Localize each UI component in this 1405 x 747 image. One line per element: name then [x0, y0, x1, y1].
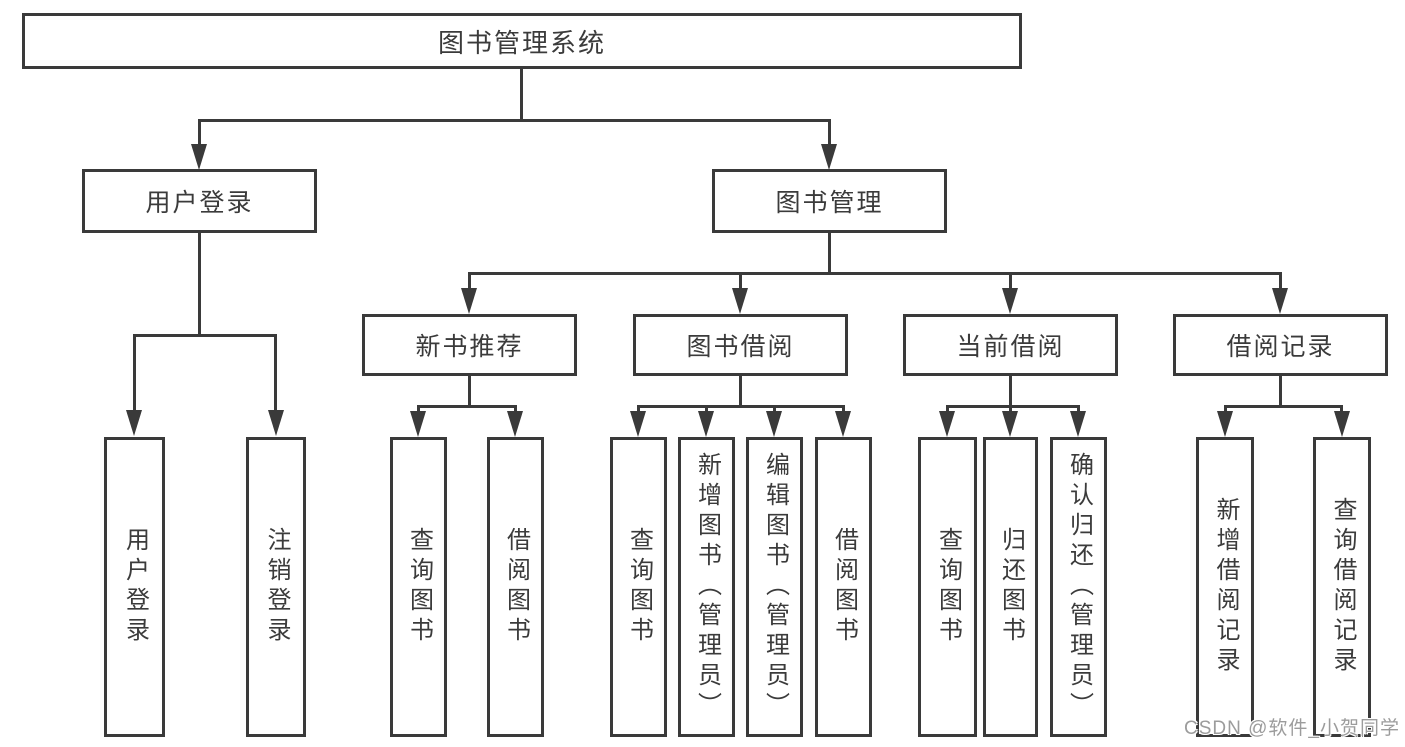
node-label: 查询借阅记录 [1329, 497, 1356, 677]
connector-leaf-drop [1077, 405, 1080, 414]
node-label: 查询图书 [625, 527, 653, 647]
leaf-query-books-recommend: 查询图书 [390, 437, 447, 737]
connector-level3-drop [1279, 272, 1282, 290]
arrowhead-down-icon [507, 411, 523, 437]
connector-current-borrowing-bar [946, 405, 1080, 408]
node-label: 图书借阅 [686, 333, 795, 361]
leaf-add-book-admin: 新增图书（管理员） [678, 437, 735, 737]
connector-leaf-drop [133, 334, 136, 412]
leaf-user-login: 用户登录 [104, 437, 165, 737]
arrowhead-down-icon [1002, 288, 1018, 314]
node-label: 借阅图书 [502, 527, 530, 647]
node-label: 查询图书 [405, 527, 433, 647]
node-book-borrowing: 图书借阅 [633, 314, 848, 376]
leaf-confirm-return-admin: 确认归还（管理员） [1050, 437, 1107, 737]
arrowhead-down-icon [1217, 411, 1233, 437]
connector-leaf-drop [274, 334, 277, 412]
connector-leaf-drop [514, 405, 517, 414]
connector-user-login-drop [198, 119, 201, 147]
leaf-query-books-borrowing: 查询图书 [610, 437, 667, 737]
leaf-borrow-books-recommend: 借阅图书 [487, 437, 544, 737]
connector-current-borrowing-stem [1009, 376, 1012, 407]
connector-book-borrowing-stem [739, 376, 742, 407]
connector-leaf-drop [1224, 405, 1227, 414]
node-label: 新书推荐 [415, 333, 524, 361]
node-label: 注销登录 [263, 527, 290, 647]
node-current-borrowing: 当前借阅 [903, 314, 1118, 376]
arrowhead-down-icon [268, 410, 284, 436]
arrowhead-down-icon [821, 144, 837, 170]
arrowhead-down-icon [1070, 411, 1086, 437]
connector-level3-drop [1009, 272, 1012, 290]
arrowhead-down-icon [410, 411, 426, 437]
connector-leaf-drop [705, 405, 708, 414]
connector-book-management-stem [828, 233, 831, 275]
arrowhead-down-icon [732, 288, 748, 314]
connector-level3-drop [739, 272, 742, 290]
node-borrowing-records: 借阅记录 [1173, 314, 1388, 376]
connector-root-bar [198, 119, 831, 122]
connector-user-login-stem [198, 233, 201, 336]
node-user-login: 用户登录 [82, 169, 317, 233]
leaf-query-borrow-record: 查询借阅记录 [1313, 437, 1371, 737]
node-label: 借阅记录 [1226, 333, 1335, 361]
connector-book-borrowing-bar [637, 405, 845, 408]
arrowhead-down-icon [1002, 411, 1018, 437]
leaf-query-books-current: 查询图书 [918, 437, 977, 737]
connector-root-stem [520, 69, 523, 119]
connector-leaf-drop [637, 405, 640, 414]
connector-borrowing-records-bar [1224, 405, 1343, 408]
arrowhead-down-icon [939, 411, 955, 437]
connector-user-login-bar [133, 334, 277, 337]
node-label: 归还图书 [997, 527, 1025, 647]
arrowhead-down-icon [835, 411, 851, 437]
node-label: 新增借阅记录 [1212, 497, 1239, 677]
node-label: 新增图书（管理员） [693, 452, 721, 722]
arrowhead-down-icon [766, 411, 782, 437]
node-label: 借阅图书 [830, 527, 858, 647]
node-label: 当前借阅 [956, 333, 1065, 361]
connector-new-book-stem [468, 376, 471, 407]
node-label: 图书管理系统 [437, 27, 606, 58]
connector-book-management-drop [828, 119, 831, 147]
node-label: 查询图书 [934, 527, 962, 647]
node-label: 编辑图书（管理员） [761, 452, 789, 722]
node-label: 用户登录 [121, 527, 149, 647]
arrowhead-down-icon [126, 410, 142, 436]
connector-leaf-drop [946, 405, 949, 414]
connector-new-book-bar [417, 405, 517, 408]
connector-leaf-drop [417, 405, 420, 414]
arrowhead-down-icon [1272, 288, 1288, 314]
connector-leaf-drop [1340, 405, 1343, 414]
node-new-book-recommendation: 新书推荐 [362, 314, 577, 376]
connector-leaf-drop [1009, 405, 1012, 414]
arrowhead-down-icon [191, 144, 207, 170]
arrowhead-down-icon [1334, 411, 1350, 437]
leaf-borrow-books-borrowing: 借阅图书 [815, 437, 872, 737]
arrowhead-down-icon [461, 288, 477, 314]
arrowhead-down-icon [630, 411, 646, 437]
watermark: CSDN @软件_小贺同学 [1184, 718, 1400, 739]
node-label: 用户登录 [145, 189, 254, 217]
leaf-logout: 注销登录 [246, 437, 306, 737]
arrowhead-down-icon [698, 411, 714, 437]
connector-borrowing-records-stem [1279, 376, 1282, 407]
connector-leaf-drop [842, 405, 845, 414]
node-library-management-system: 图书管理系统 [22, 13, 1022, 69]
node-label: 图书管理 [775, 189, 884, 217]
node-book-management: 图书管理 [712, 169, 947, 233]
connector-level3-drop [468, 272, 471, 290]
connector-book-management-bar [468, 272, 1282, 275]
node-label: 确认归还（管理员） [1065, 452, 1093, 722]
leaf-edit-book-admin: 编辑图书（管理员） [746, 437, 803, 737]
connector-leaf-drop [773, 405, 776, 414]
leaf-add-borrow-record: 新增借阅记录 [1196, 437, 1254, 737]
leaf-return-book: 归还图书 [983, 437, 1038, 737]
